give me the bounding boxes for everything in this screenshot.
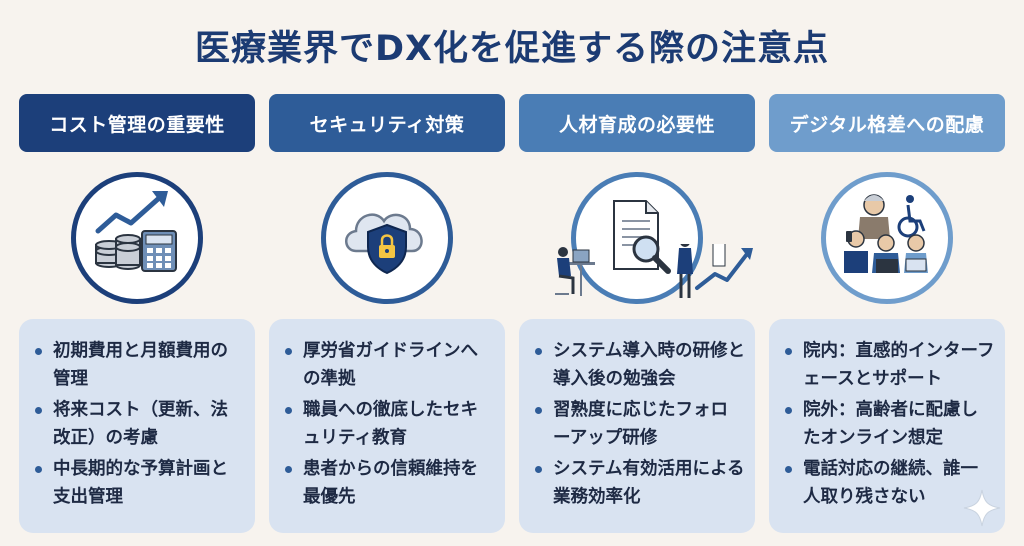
bullet-item: 電話対応の継続、誰一人取り残さない (783, 455, 995, 511)
document-search-training-icon (571, 172, 703, 304)
training-people-icon (555, 244, 753, 298)
bullet-item: 将来コスト（更新、法改正）の考慮 (33, 396, 245, 452)
cloud-shield-lock-icon (321, 172, 453, 304)
page-title: 医療業界でDX化を促進する際の注意点 (194, 29, 830, 69)
bullet-card: 厚労省ガイドラインへの準拠 職員への徹底したセキュリティ教育 患者からの信頼維持… (269, 319, 505, 533)
column-heading: 人材育成の必要性 (519, 94, 755, 152)
bullet-item: 習熟度に応じたフォローアップ研修 (533, 396, 745, 452)
bullet-item: 院内：直感的インターフェースとサポート (783, 337, 995, 393)
column-heading: コスト管理の重要性 (19, 94, 255, 152)
bullet-item: 院外：高齢者に配慮したオンライン想定 (783, 396, 995, 452)
column-security: セキュリティ対策 厚労省ガイドラインへの準拠 職員への徹底したセキュリティ教育 … (269, 94, 505, 540)
bullet-item: システム導入時の研修と導入後の勉強会 (533, 337, 745, 393)
bullet-item: 中長期的な予算計画と支出管理 (33, 455, 245, 511)
bullet-item: 患者からの信頼維持を最優先 (283, 455, 495, 511)
column-digital-divide: デジタル格差への配慮 院内：直感的インターフェースとサポート (769, 94, 1005, 540)
diverse-users-icon (821, 172, 953, 304)
bullet-item: システム有効活用による業務効率化 (533, 455, 745, 511)
column-heading: デジタル格差への配慮 (769, 94, 1005, 152)
bullet-card: 院内：直感的インターフェースとサポート 院外：高齢者に配慮したオンライン想定 電… (769, 319, 1005, 533)
sparkle-icon (963, 489, 1001, 527)
bullet-card: 初期費用と月額費用の管理 将来コスト（更新、法改正）の考慮 中長期的な予算計画と… (19, 319, 255, 533)
bullet-item: 厚労省ガイドラインへの準拠 (283, 337, 495, 393)
column-cost-management: コスト管理の重要性 (19, 94, 255, 540)
bullet-card: システム導入時の研修と導入後の勉強会 習熟度に応じたフォローアップ研修 システム… (519, 319, 755, 533)
cost-growth-icon (71, 172, 203, 304)
column-heading: セキュリティ対策 (269, 94, 505, 152)
column-training: 人材育成の必要性 システム導 (519, 94, 755, 540)
bullet-item: 初期費用と月額費用の管理 (33, 337, 245, 393)
bullet-item: 職員への徹底したセキュリティ教育 (283, 396, 495, 452)
